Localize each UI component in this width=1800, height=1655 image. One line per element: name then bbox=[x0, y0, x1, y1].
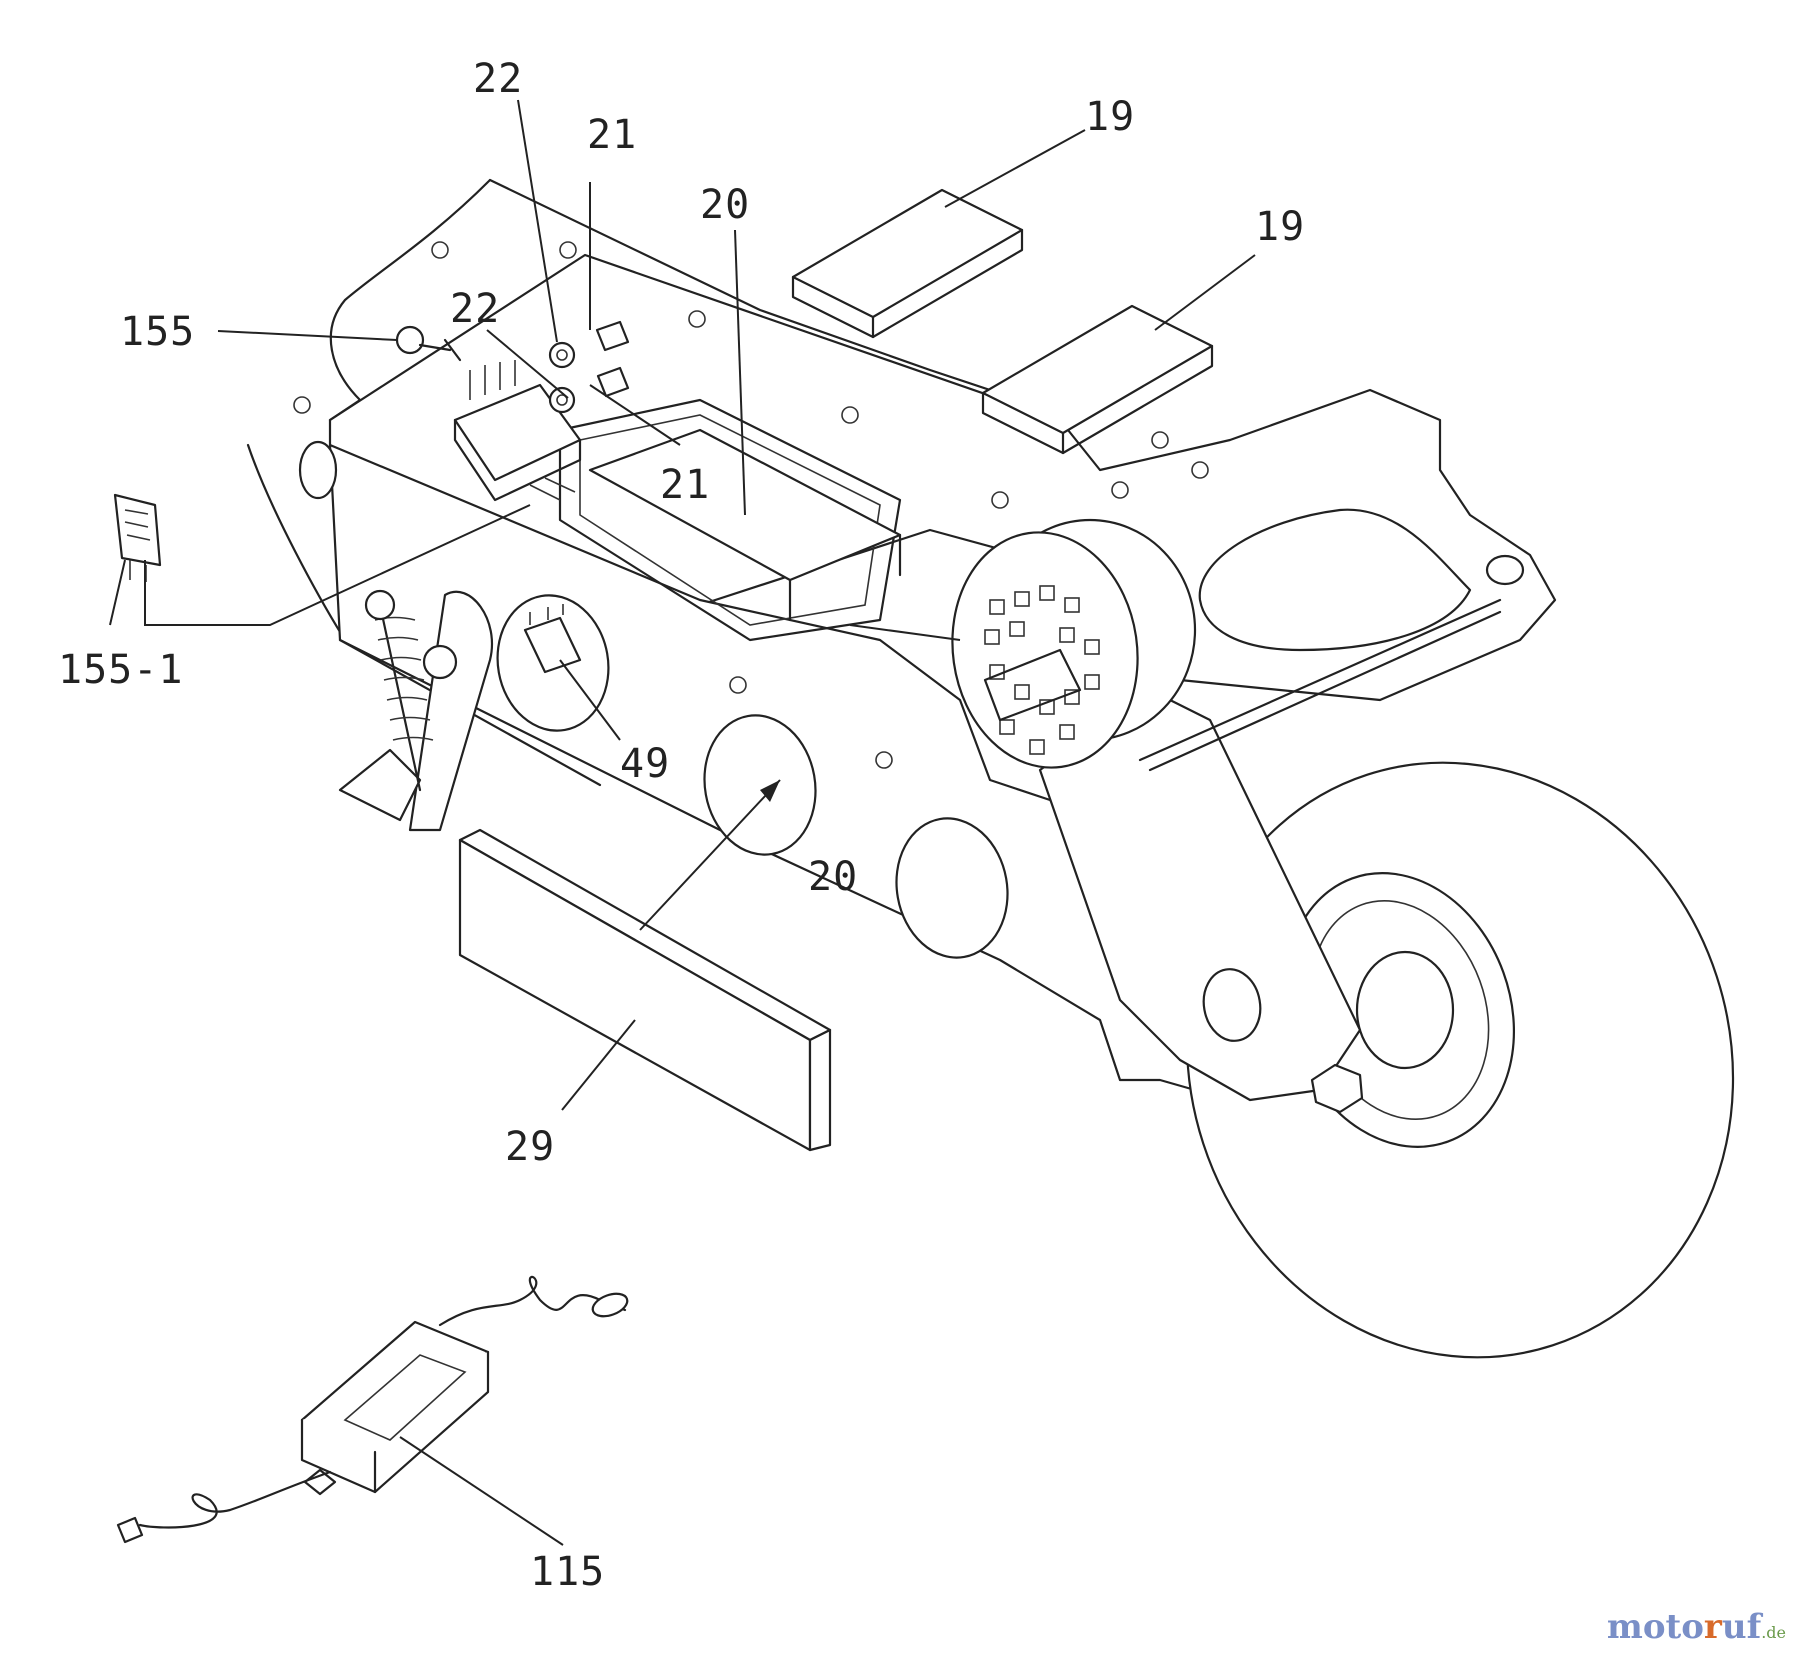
label-22-lower: 22 bbox=[450, 286, 500, 332]
label-21-upper: 21 bbox=[587, 112, 637, 158]
label-19-lower: 19 bbox=[1255, 204, 1305, 250]
label-155-1: 155-1 bbox=[58, 647, 183, 693]
battery-29 bbox=[458, 828, 832, 1152]
label-155: 155 bbox=[120, 309, 195, 355]
label-20-lower: 20 bbox=[808, 854, 858, 900]
leader-lines bbox=[109, 99, 1256, 1546]
battery-19-lower bbox=[981, 304, 1214, 455]
label-29: 29 bbox=[505, 1124, 555, 1170]
label-115: 115 bbox=[530, 1549, 605, 1595]
watermark-logo: motoruf.de bbox=[1606, 1607, 1786, 1647]
label-20-upper: 20 bbox=[700, 182, 750, 228]
part-labels: 19 19 20 20 21 21 22 22 155 155-1 49 29 … bbox=[58, 56, 1305, 1595]
label-49: 49 bbox=[620, 741, 670, 787]
label-21-lower: 21 bbox=[660, 462, 710, 508]
battery-19-upper bbox=[791, 188, 1024, 339]
label-22-upper: 22 bbox=[473, 56, 523, 102]
scooter-frame bbox=[113, 178, 1735, 1359]
label-19-upper: 19 bbox=[1085, 94, 1135, 140]
charger-115 bbox=[116, 1275, 629, 1544]
